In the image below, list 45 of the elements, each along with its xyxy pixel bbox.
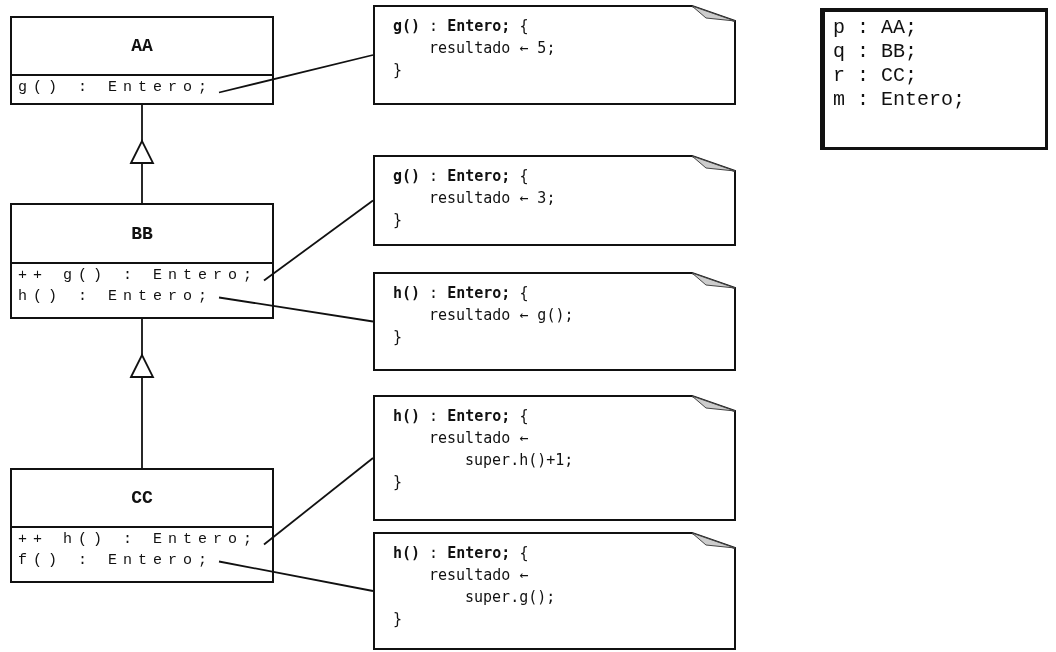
class-name: CC — [131, 488, 153, 508]
code-line: } — [393, 609, 403, 630]
leader-line — [218, 560, 374, 592]
leader-line — [263, 199, 374, 282]
code-line: super.g(); — [465, 587, 556, 608]
generalization-arrow — [130, 318, 154, 469]
code-line: resultado ← 5; — [429, 38, 556, 59]
class-name: AA — [131, 36, 153, 56]
variable-declaration: p : AA; — [833, 16, 917, 40]
note-box — [373, 155, 736, 246]
class-box — [10, 468, 274, 583]
generalization-arrow — [130, 104, 154, 204]
code-line: resultado ← 3; — [429, 188, 556, 209]
code-line: h() : Entero; { — [393, 283, 529, 304]
code-line: } — [393, 60, 403, 81]
code-line: h() : Entero; { — [393, 406, 529, 427]
method-text: f() : Entero; — [18, 550, 214, 571]
code-line: g() : Entero; { — [393, 166, 529, 187]
code-line: resultado ← — [429, 565, 529, 586]
class-name: BB — [131, 223, 153, 244]
note-box — [373, 532, 736, 650]
method-text: ++ g() : Entero; — [18, 265, 259, 286]
code-line: } — [393, 472, 403, 493]
method-text: h() : Entero; — [18, 286, 214, 307]
note-box — [373, 395, 736, 521]
code-line: g() : Entero; { — [393, 16, 529, 37]
leader-line — [263, 457, 374, 546]
leader-line — [218, 54, 374, 94]
variable-declaration: m : Entero; — [833, 88, 966, 112]
note-box — [373, 272, 736, 371]
code-line: resultado ← — [429, 428, 529, 449]
method-text: ++ h() : Entero; — [18, 529, 259, 550]
leader-line — [218, 296, 374, 323]
method-text: g() : Entero; — [18, 77, 214, 98]
code-line: } — [393, 327, 403, 348]
variable-declaration: r : CC; — [833, 64, 917, 88]
class-box — [10, 203, 274, 319]
code-line: resultado ← g(); — [429, 305, 574, 326]
variable-box — [820, 8, 1048, 150]
note-box — [373, 5, 736, 105]
code-line: h() : Entero; { — [393, 543, 529, 564]
code-line: super.h()+1; — [465, 450, 574, 471]
class-box — [10, 16, 274, 105]
variable-declaration: q : BB; — [833, 40, 917, 64]
code-line: } — [393, 210, 403, 231]
